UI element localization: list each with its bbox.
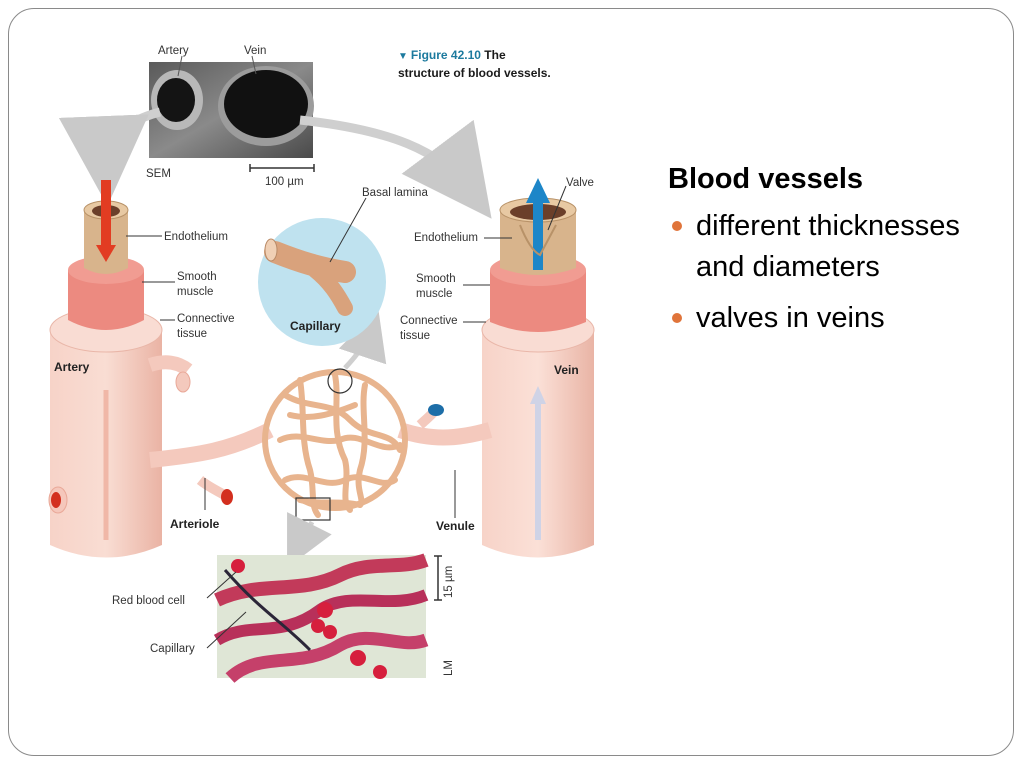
figure-number: Figure 42.10 (410, 48, 481, 62)
artery-illustration (48, 180, 193, 558)
bullet-list: different thicknesses and diameters valv… (668, 206, 998, 339)
smooth-muscle-vein-label-1: Smooth (416, 273, 456, 285)
arteriole (149, 422, 274, 468)
sem-scale-label: 100 µm (265, 176, 304, 188)
bullet-dot-icon (672, 313, 682, 323)
connective-artery-label-2: tissue (177, 328, 207, 340)
smooth-muscle-artery-label-2: muscle (177, 286, 213, 298)
sem-label: SEM (146, 168, 171, 180)
lm-scale-label: 15 µm (443, 566, 455, 598)
capillary-bubble-label: Capillary (290, 319, 341, 333)
light-micrograph: Red blood cell Capillary 15 µm LM (112, 553, 455, 684)
sem-to-artery-arrow (58, 107, 162, 206)
smooth-muscle-vein-label-2: muscle (416, 288, 452, 300)
sem-to-vein-arrow (299, 115, 492, 219)
text-panel: Blood vessels different thicknesses and … (668, 160, 998, 349)
figure-the: The (484, 48, 506, 62)
capillary-lm-label: Capillary (150, 643, 195, 655)
red-blood-cell-label: Red blood cell (112, 595, 185, 607)
basal-lamina-label: Basal lamina (362, 187, 428, 199)
artery-label: Artery (54, 360, 90, 374)
venule-label: Venule (436, 519, 475, 533)
valve-label: Valve (566, 177, 594, 189)
sem-vein-label: Vein (244, 45, 266, 57)
bullet-dot-icon (672, 221, 682, 231)
capillary-bubble: Basal lamina Capillary (258, 187, 428, 346)
figure-caption: ▼Figure 42.10 The structure of blood ves… (398, 47, 551, 81)
capillary-bed (262, 369, 408, 518)
venule (397, 422, 493, 446)
lm-label: LM (443, 660, 455, 676)
arteriole-label: Arteriole (170, 517, 220, 531)
capillary-zoom-circle (327, 368, 353, 394)
endothelium-artery-label: Endothelium (164, 231, 228, 243)
vein-valve (519, 224, 557, 257)
sem-vein-lumen (224, 70, 308, 138)
slide-heading: Blood vessels (668, 163, 864, 195)
vein-illustration (481, 178, 595, 558)
sem-micrograph: Artery Vein SEM 100 µm (146, 45, 315, 188)
vein-label: Vein (554, 363, 579, 377)
connective-vein-label-2: tissue (400, 330, 430, 342)
endothelium-vein-label: Endothelium (414, 232, 478, 244)
vein-smooth-muscle (490, 270, 586, 332)
smooth-muscle-artery-label-1: Smooth (177, 271, 217, 283)
bullet-text: different thicknesses and diameters (696, 210, 960, 283)
connective-vein-label-1: Connective (400, 315, 458, 327)
connective-artery-label-1: Connective (177, 313, 235, 325)
caption-triangle-icon: ▼ (398, 51, 408, 62)
bullet-item: different thicknesses and diameters (668, 206, 998, 288)
sem-artery-lumen (157, 78, 195, 122)
bullet-text: valves in veins (696, 302, 885, 334)
bullet-item: valves in veins (668, 298, 998, 339)
artery-smooth-muscle (68, 270, 144, 330)
sem-artery-label: Artery (158, 45, 189, 57)
figure-title: structure of blood vessels. (398, 66, 551, 80)
